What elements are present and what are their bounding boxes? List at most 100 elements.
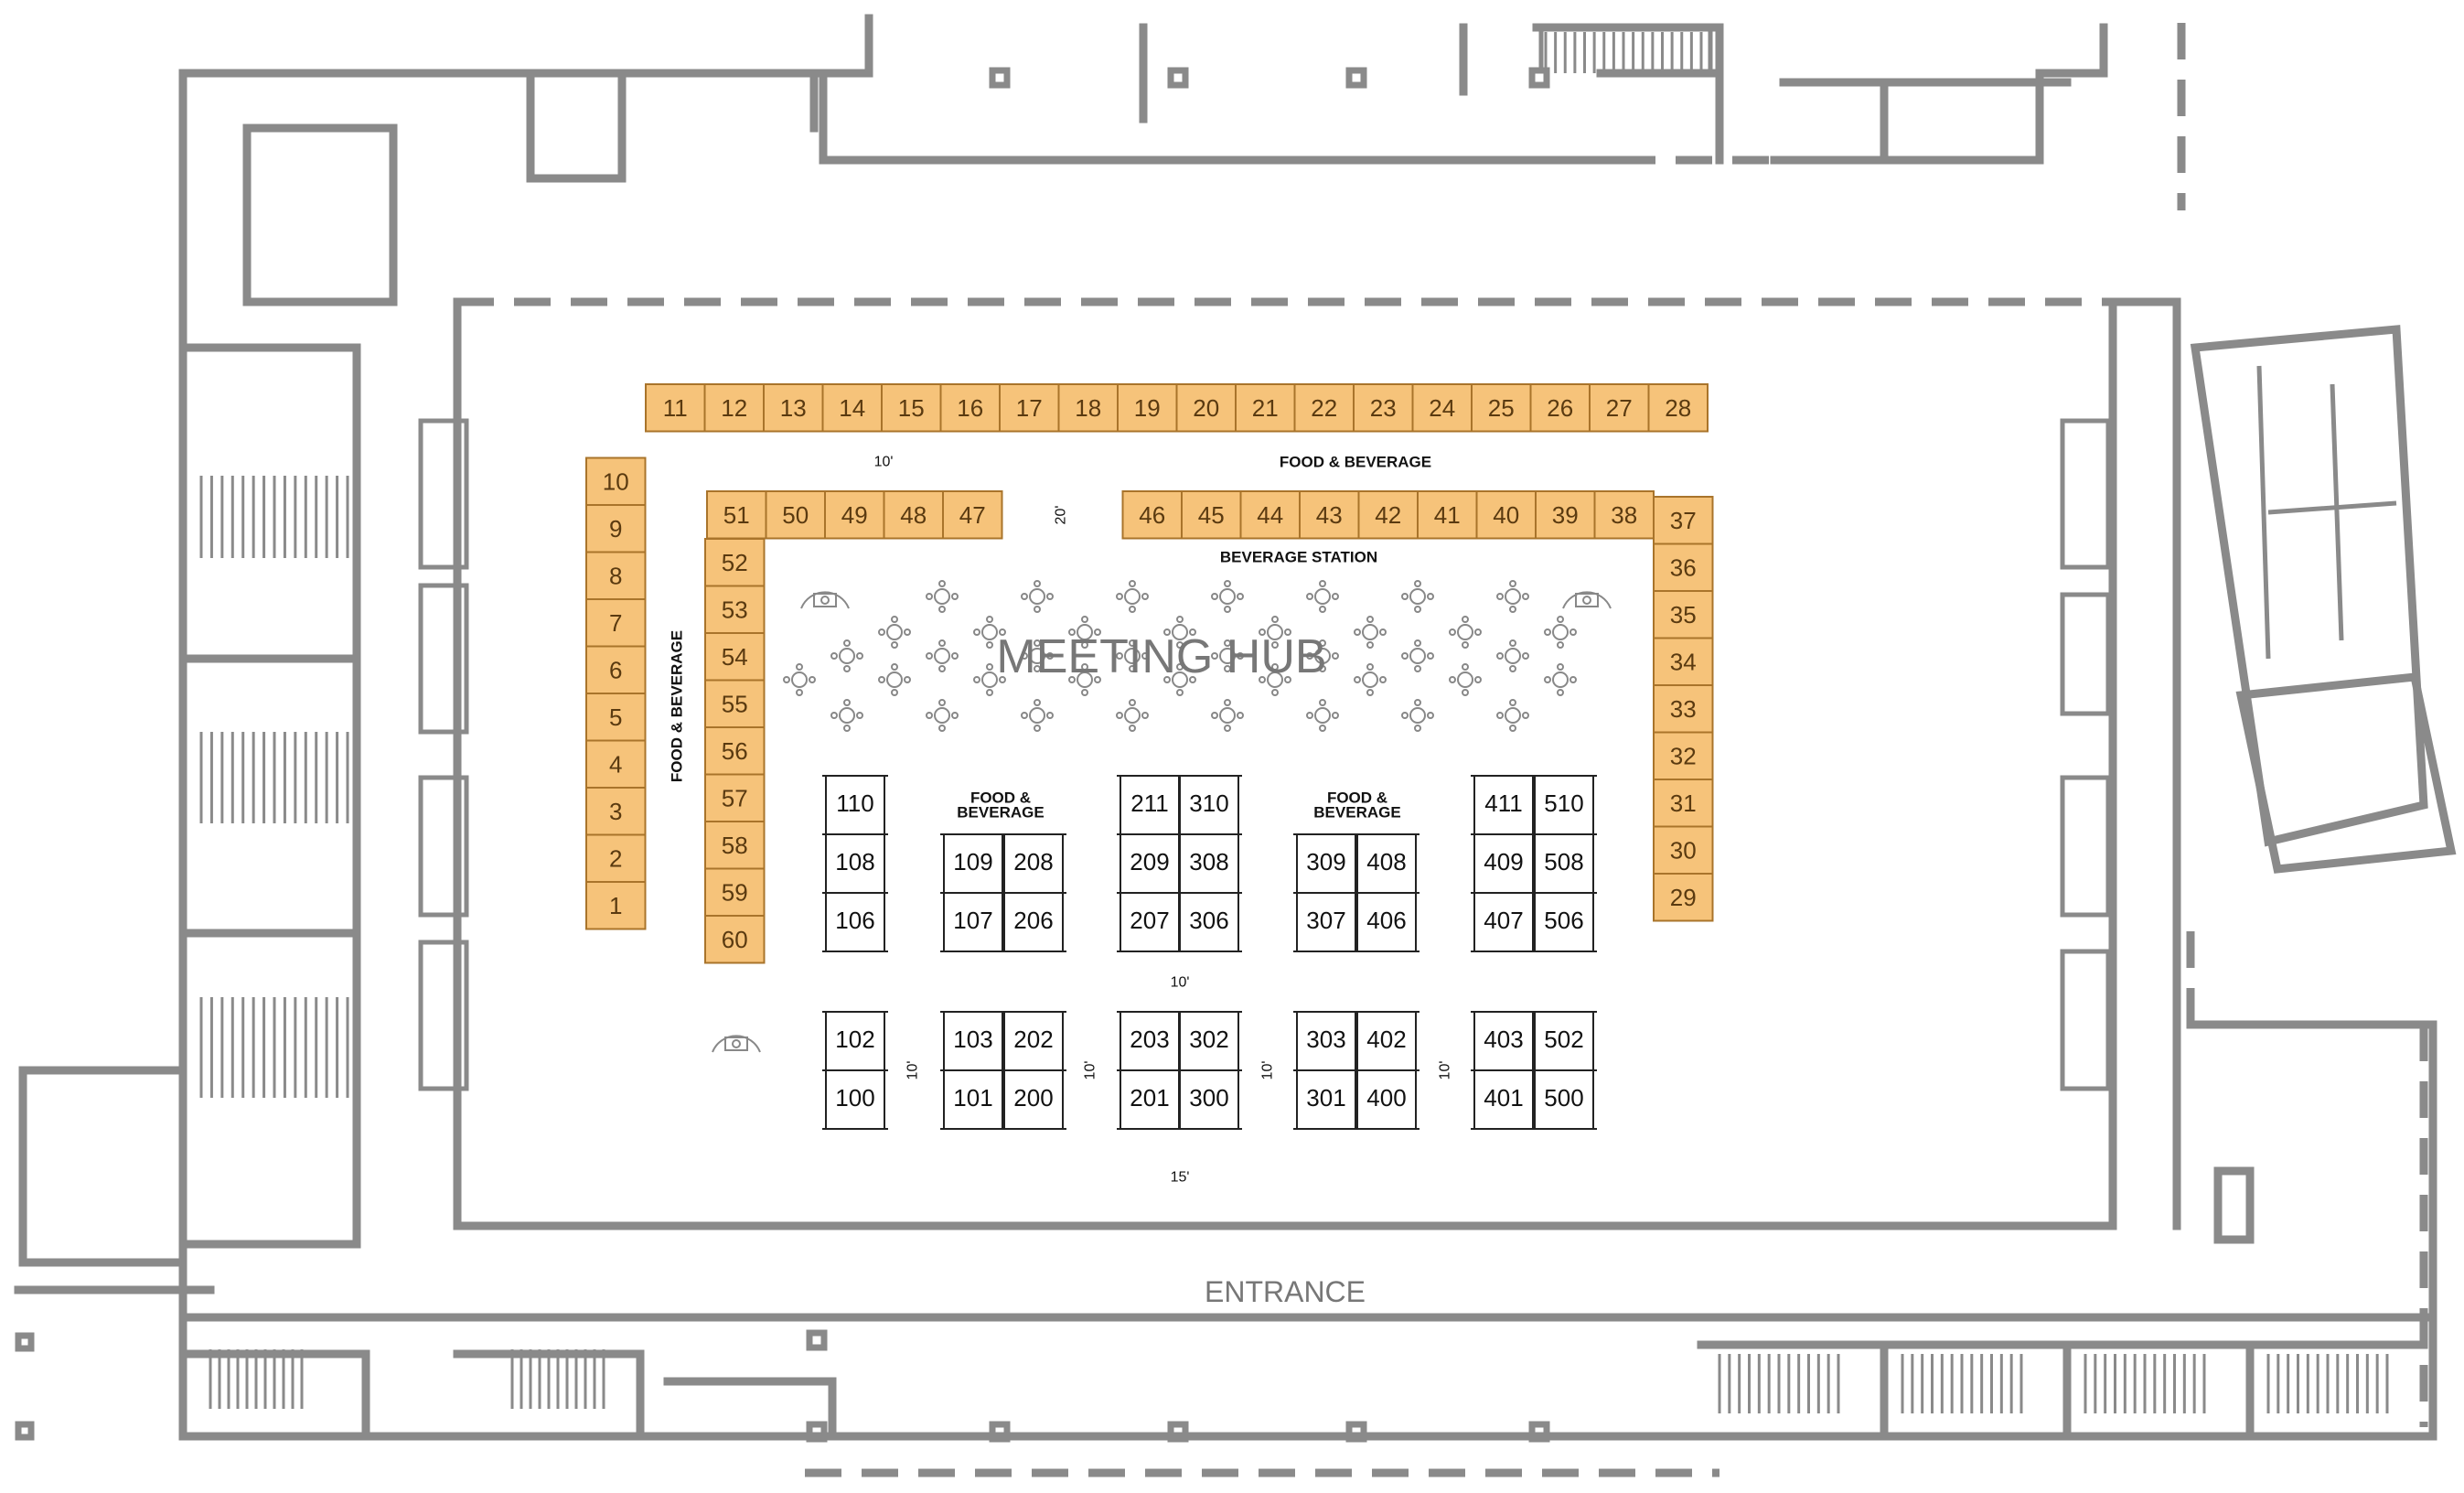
- booth[interactable]: 110: [822, 775, 888, 835]
- booth[interactable]: 23: [1353, 383, 1414, 433]
- booth[interactable]: 5: [585, 693, 647, 742]
- booth[interactable]: 108: [822, 833, 888, 894]
- booth[interactable]: 101: [940, 1069, 1006, 1130]
- booth[interactable]: 33: [1653, 684, 1714, 734]
- booth[interactable]: 307: [1293, 892, 1359, 952]
- booth[interactable]: 35: [1653, 590, 1714, 639]
- booth[interactable]: 1: [585, 881, 647, 930]
- booth[interactable]: 54: [704, 632, 766, 682]
- booth[interactable]: 42: [1357, 490, 1419, 540]
- booth[interactable]: 16: [939, 383, 1001, 433]
- booth[interactable]: 3: [585, 787, 647, 836]
- booth[interactable]: 6: [585, 645, 647, 694]
- booth[interactable]: 500: [1531, 1069, 1597, 1130]
- booth[interactable]: 19: [1117, 383, 1178, 433]
- booth[interactable]: 107: [940, 892, 1006, 952]
- booth[interactable]: 8: [585, 551, 647, 600]
- booth[interactable]: 12: [703, 383, 765, 433]
- booth[interactable]: 45: [1181, 490, 1242, 540]
- booth[interactable]: 100: [822, 1069, 888, 1130]
- booth[interactable]: 55: [704, 679, 766, 728]
- booth[interactable]: 309: [1293, 833, 1359, 894]
- booth[interactable]: 103: [940, 1011, 1006, 1071]
- booth[interactable]: 207: [1117, 892, 1183, 952]
- booth[interactable]: 306: [1176, 892, 1242, 952]
- booth[interactable]: 102: [822, 1011, 888, 1071]
- booth[interactable]: 29: [1653, 873, 1714, 922]
- booth[interactable]: 2: [585, 833, 647, 883]
- booth[interactable]: 31: [1653, 779, 1714, 828]
- booth[interactable]: 24: [1411, 383, 1473, 433]
- booth[interactable]: 209: [1117, 833, 1183, 894]
- booth[interactable]: 47: [942, 490, 1003, 540]
- booth[interactable]: 25: [1471, 383, 1532, 433]
- booth[interactable]: 4: [585, 739, 647, 789]
- booth[interactable]: 403: [1471, 1011, 1537, 1071]
- booth[interactable]: 48: [883, 490, 944, 540]
- booth[interactable]: 302: [1176, 1011, 1242, 1071]
- booth[interactable]: 402: [1354, 1011, 1419, 1071]
- booth[interactable]: 37: [1653, 496, 1714, 545]
- booth[interactable]: 109: [940, 833, 1006, 894]
- booth[interactable]: 30: [1653, 825, 1714, 875]
- booth[interactable]: 46: [1121, 490, 1183, 540]
- booth[interactable]: 13: [763, 383, 824, 433]
- booth[interactable]: 11: [645, 383, 706, 433]
- booth[interactable]: 508: [1531, 833, 1597, 894]
- booth[interactable]: 15: [881, 383, 942, 433]
- booth[interactable]: 17: [999, 383, 1060, 433]
- booth[interactable]: 401: [1471, 1069, 1537, 1130]
- booth[interactable]: 40: [1475, 490, 1537, 540]
- booth[interactable]: 106: [822, 892, 888, 952]
- booth[interactable]: 32: [1653, 731, 1714, 780]
- booth[interactable]: 38: [1593, 490, 1655, 540]
- booth[interactable]: 411: [1471, 775, 1537, 835]
- booth[interactable]: 18: [1057, 383, 1119, 433]
- booth[interactable]: 303: [1293, 1011, 1359, 1071]
- booth[interactable]: 211: [1117, 775, 1183, 835]
- booth[interactable]: 7: [585, 598, 647, 648]
- booth[interactable]: 41: [1417, 490, 1478, 540]
- booth[interactable]: 20: [1175, 383, 1237, 433]
- booth[interactable]: 22: [1293, 383, 1355, 433]
- booth[interactable]: 60: [704, 915, 766, 964]
- booth[interactable]: 34: [1653, 637, 1714, 686]
- booth[interactable]: 308: [1176, 833, 1242, 894]
- booth[interactable]: 50: [765, 490, 826, 540]
- booth[interactable]: 502: [1531, 1011, 1597, 1071]
- booth[interactable]: 201: [1117, 1069, 1183, 1130]
- booth[interactable]: 43: [1299, 490, 1360, 540]
- booth[interactable]: 301: [1293, 1069, 1359, 1130]
- booth[interactable]: 9: [585, 504, 647, 553]
- booth[interactable]: 510: [1531, 775, 1597, 835]
- booth[interactable]: 406: [1354, 892, 1419, 952]
- booth[interactable]: 206: [1001, 892, 1066, 952]
- booth[interactable]: 14: [821, 383, 883, 433]
- booth[interactable]: 44: [1239, 490, 1301, 540]
- booth[interactable]: 208: [1001, 833, 1066, 894]
- booth[interactable]: 27: [1589, 383, 1650, 433]
- booth[interactable]: 28: [1647, 383, 1709, 433]
- booth[interactable]: 310: [1176, 775, 1242, 835]
- booth[interactable]: 58: [704, 821, 766, 870]
- booth[interactable]: 10: [585, 456, 647, 506]
- booth[interactable]: 51: [706, 490, 767, 540]
- booth[interactable]: 408: [1354, 833, 1419, 894]
- booth[interactable]: 49: [824, 490, 885, 540]
- booth[interactable]: 409: [1471, 833, 1537, 894]
- booth[interactable]: 52: [704, 538, 766, 587]
- booth[interactable]: 57: [704, 773, 766, 822]
- booth[interactable]: 21: [1235, 383, 1296, 433]
- booth[interactable]: 59: [704, 867, 766, 917]
- booth[interactable]: 200: [1001, 1069, 1066, 1130]
- booth[interactable]: 506: [1531, 892, 1597, 952]
- booth[interactable]: 53: [704, 585, 766, 634]
- booth[interactable]: 39: [1535, 490, 1596, 540]
- booth[interactable]: 400: [1354, 1069, 1419, 1130]
- booth[interactable]: 36: [1653, 542, 1714, 592]
- booth[interactable]: 26: [1529, 383, 1591, 433]
- booth[interactable]: 202: [1001, 1011, 1066, 1071]
- booth[interactable]: 407: [1471, 892, 1537, 952]
- booth[interactable]: 203: [1117, 1011, 1183, 1071]
- booth[interactable]: 300: [1176, 1069, 1242, 1130]
